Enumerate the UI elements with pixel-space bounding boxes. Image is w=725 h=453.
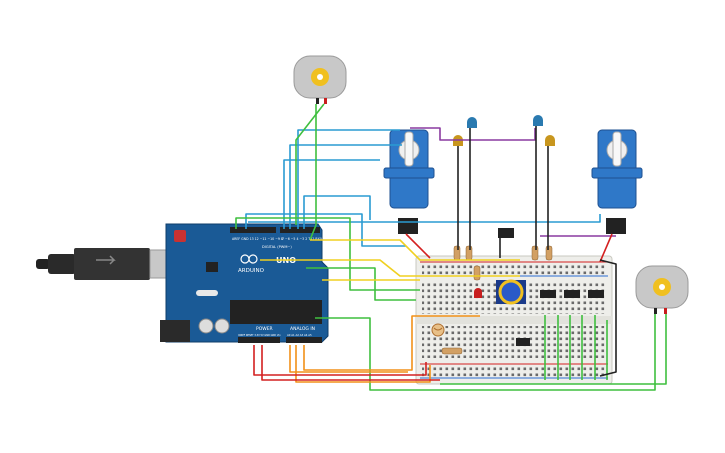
regulator — [206, 262, 218, 272]
servo-motor-right — [591, 129, 643, 234]
led-red — [474, 288, 482, 298]
brand-label: ARDUINO — [238, 268, 265, 274]
power-pins-label: IOREF RESET 3.3V 5V GND GND Vin — [238, 334, 281, 337]
power-label: POWER — [256, 326, 273, 332]
crystal — [196, 290, 218, 296]
servo-motor-left — [383, 129, 435, 234]
potentiometer — [496, 279, 526, 305]
led-blue-1 — [467, 117, 477, 128]
dc-motor-right — [635, 265, 689, 314]
analog-header — [286, 337, 322, 343]
header-left-label: AREF GND 13 12 ~11 ~10 ~9 8 — [232, 237, 283, 241]
capacitor-2 — [214, 318, 230, 334]
wires — [235, 103, 667, 391]
digital-label: DIGITAL (PWM~) — [262, 245, 292, 249]
photoresistor — [431, 323, 445, 337]
pushbuttons — [498, 228, 604, 346]
dc-motor-top — [293, 55, 347, 104]
led-yellow-2 — [545, 135, 555, 146]
digital-header-left — [230, 227, 276, 233]
atmega-chip — [230, 300, 322, 324]
power-jack — [160, 320, 190, 342]
reset-button — [174, 230, 186, 242]
arduino-uno-board: ARDUINO UNO AREF GND 13 12 ~11 ~10 ~9 8 … — [160, 223, 329, 343]
capacitor-1 — [198, 318, 214, 334]
analog-label: ANALOG IN — [290, 326, 315, 332]
analog-pins-label: A0 A1 A2 A3 A4 A5 — [287, 333, 312, 337]
led-blue-2 — [533, 115, 543, 126]
digital-header-right — [280, 227, 320, 233]
header-right-label: 7 ~6 ~5 4 ~3 2 TX1 RX0 — [282, 237, 322, 241]
power-header — [238, 337, 280, 343]
